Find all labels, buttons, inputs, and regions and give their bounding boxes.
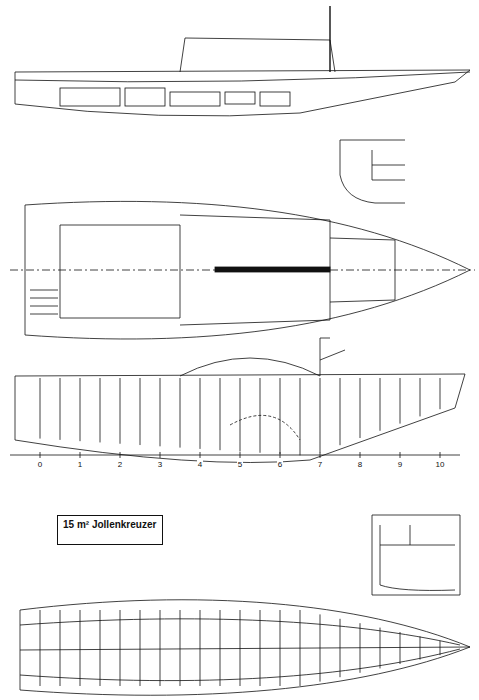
- frame-stroke: [240, 452, 241, 458]
- cabin-profile: [180, 38, 335, 72]
- frame-stroke: [120, 452, 121, 458]
- title-text: 15 m² Jollenkreuzer: [63, 519, 157, 530]
- hull-construction: [15, 374, 465, 463]
- station-ticks: [40, 452, 440, 458]
- frame-stroke: [400, 378, 401, 424]
- frame-stroke: [100, 378, 101, 442]
- cabinet: [260, 92, 290, 106]
- section-detail: [340, 140, 405, 203]
- frame-stroke: [200, 378, 201, 449]
- frame-stroke: [40, 452, 41, 458]
- frame-stroke: [320, 452, 321, 458]
- frame-stroke: [60, 610, 61, 686]
- frame-stroke: [160, 452, 161, 458]
- frame-stroke: [400, 632, 401, 664]
- foredeck-lines: [330, 238, 395, 302]
- station-number: 3: [157, 460, 163, 469]
- station-number: 7: [317, 460, 323, 469]
- frame-stroke: [200, 452, 201, 458]
- frame-stroke: [100, 610, 101, 686]
- frame-stroke: [360, 452, 361, 458]
- station-number: 0: [37, 460, 43, 469]
- mast-step: [320, 338, 345, 376]
- frame-stroke: [360, 378, 361, 438]
- centerboard-slot: [215, 267, 330, 272]
- frame-stroke: [360, 623, 361, 673]
- grating: [30, 290, 58, 314]
- frame-stroke: [40, 610, 41, 686]
- frame-stroke: [120, 610, 121, 686]
- hull-profile: [15, 70, 470, 116]
- frame-stroke: [220, 610, 221, 686]
- frame-stroke: [300, 610, 301, 686]
- hull-plan-bottom: [20, 600, 470, 695]
- section-detail: [372, 515, 460, 595]
- station-number: 1: [77, 460, 83, 469]
- frame-stroke: [260, 610, 261, 686]
- frame-stroke: [440, 452, 441, 458]
- frame-stroke: [240, 610, 241, 686]
- frame-stroke: [80, 452, 81, 458]
- centerboard: [230, 415, 300, 440]
- frame-stroke: [320, 378, 321, 452]
- station-number: 5: [237, 460, 243, 469]
- station-number: 4: [197, 460, 203, 469]
- frame-stroke: [180, 378, 181, 448]
- keel-line: [20, 647, 470, 650]
- station-number: 9: [397, 460, 403, 469]
- title-block: 15 m² Jollenkreuzer: [57, 515, 163, 545]
- frame-stroke: [440, 378, 441, 409]
- planking: [20, 619, 460, 681]
- frame-stroke: [140, 378, 141, 445]
- frame-stroke: [120, 378, 121, 444]
- baseline: [10, 455, 460, 456]
- station-number: 10: [435, 460, 446, 469]
- station-number: 2: [117, 460, 123, 469]
- frames: [40, 378, 440, 455]
- cabinet: [225, 92, 255, 104]
- frame-stroke: [380, 628, 381, 669]
- station-number: 6: [277, 460, 283, 469]
- cockpit-cabin-plan: [60, 215, 330, 325]
- station-number: 8: [357, 460, 363, 469]
- berth: [170, 92, 220, 106]
- frame-stroke: [280, 378, 281, 454]
- frame-stroke: [240, 378, 241, 451]
- frame-stroke: [160, 610, 161, 686]
- frame-stroke: [60, 378, 61, 440]
- frames: [40, 610, 440, 686]
- frame-stroke: [40, 378, 41, 439]
- frame-stroke: [380, 378, 381, 431]
- frame-stroke: [80, 378, 81, 441]
- frame-stroke: [340, 619, 341, 677]
- frame-stroke: [220, 378, 221, 450]
- frame-stroke: [420, 378, 421, 416]
- frame-stroke: [300, 378, 301, 455]
- cockpit-interior: [60, 88, 120, 106]
- frame-stroke: [340, 378, 341, 445]
- frame-stroke: [160, 378, 161, 446]
- frame-stroke: [400, 452, 401, 458]
- locker: [125, 88, 165, 106]
- sheer-line: [15, 72, 470, 82]
- cabin-roof: [180, 358, 320, 376]
- frame-stroke: [200, 610, 201, 686]
- frame-stroke: [420, 636, 421, 659]
- frame-stroke: [180, 610, 181, 686]
- frame-stroke: [140, 610, 141, 686]
- frame-stroke: [280, 452, 281, 458]
- mast: [329, 6, 330, 72]
- frame-stroke: [440, 641, 441, 655]
